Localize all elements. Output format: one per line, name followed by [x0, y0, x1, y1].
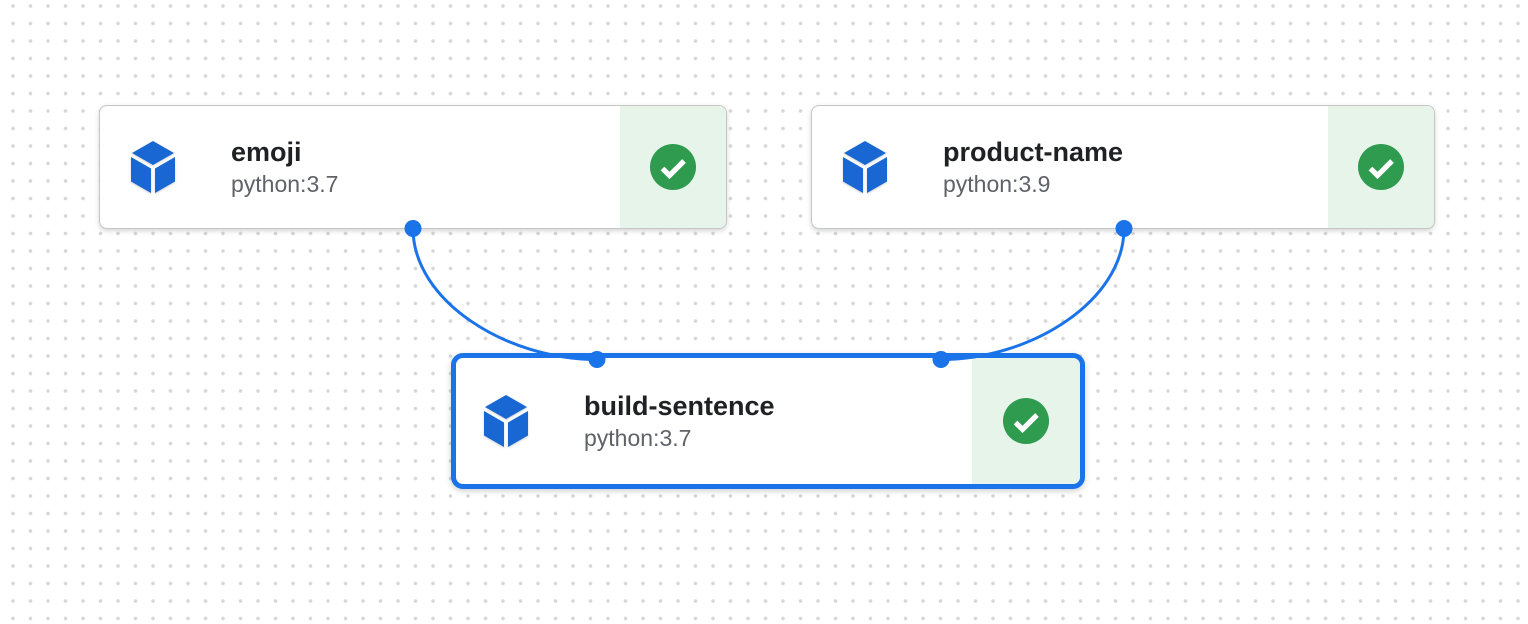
node-title: emoji: [231, 137, 302, 167]
pipeline-node-build-sentence[interactable]: build-sentence python:3.7: [451, 353, 1085, 489]
edge-emoji-to-build-sentence[interactable]: [411, 228, 598, 361]
check-circle-icon: [1003, 398, 1049, 444]
status-badge-succeeded: [972, 358, 1080, 484]
node-texts: build-sentence python:3.7: [584, 389, 775, 453]
node-subtitle: python:3.7: [231, 171, 339, 197]
edge-product-name-to-build-sentence[interactable]: [940, 228, 1126, 361]
pipeline-node-emoji[interactable]: emoji python:3.7: [99, 105, 727, 229]
status-badge-succeeded: [620, 106, 726, 228]
status-badge-succeeded: [1328, 106, 1434, 228]
cube-icon: [484, 395, 528, 447]
node-texts: product-name python:3.9: [943, 135, 1123, 199]
check-circle-icon: [650, 144, 696, 190]
node-subtitle: python:3.7: [584, 425, 692, 451]
cube-icon: [843, 141, 887, 193]
node-title: build-sentence: [584, 391, 775, 421]
node-title: product-name: [943, 137, 1124, 167]
pipeline-node-product-name[interactable]: product-name python:3.9: [811, 105, 1435, 229]
cube-icon: [131, 141, 175, 193]
node-body: product-name python:3.9: [812, 106, 1328, 228]
node-body: emoji python:3.7: [100, 106, 620, 228]
node-subtitle: python:3.9: [943, 171, 1051, 197]
node-texts: emoji python:3.7: [231, 135, 338, 199]
node-body: build-sentence python:3.7: [456, 358, 972, 484]
check-circle-icon: [1358, 144, 1404, 190]
